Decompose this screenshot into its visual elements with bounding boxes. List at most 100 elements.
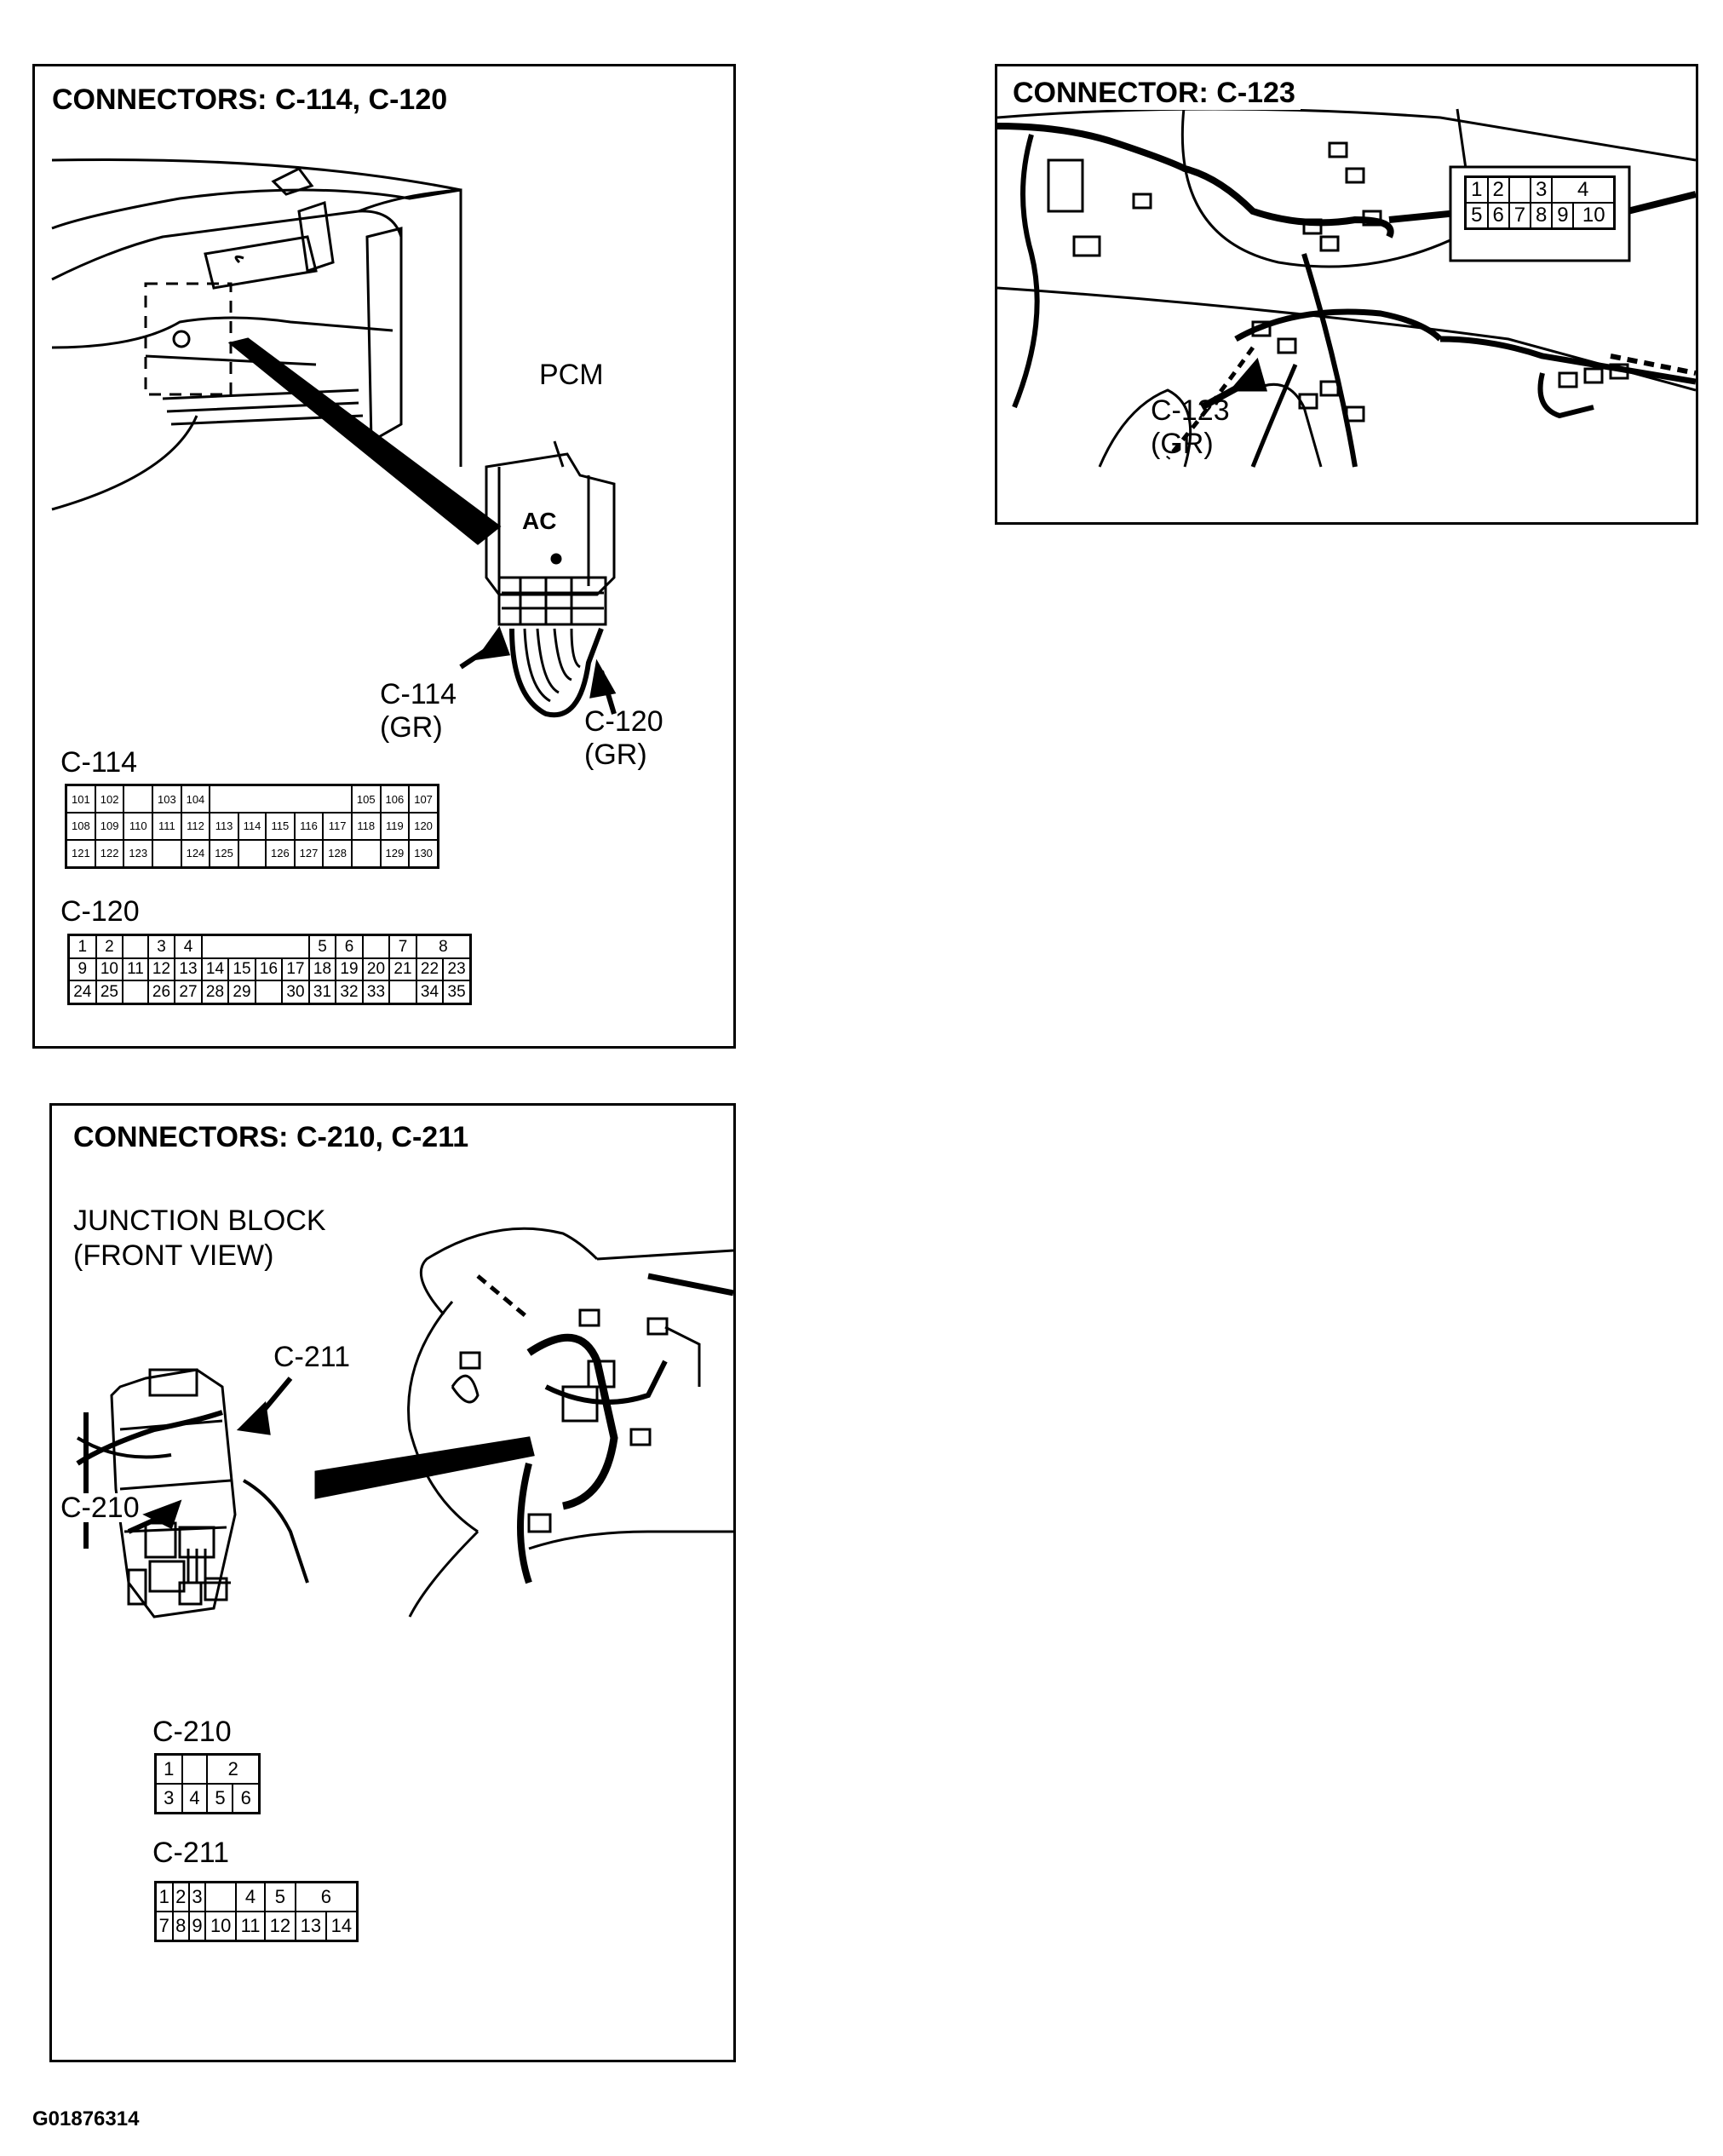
c120-pin: 30 — [281, 980, 310, 1005]
c120-pin-blank — [255, 934, 283, 959]
c114-pin-blank — [238, 838, 267, 869]
junction-block-line1: JUNCTION BLOCK — [73, 1204, 326, 1237]
c120-pin: 15 — [227, 957, 256, 982]
c120-pin-blank — [123, 934, 148, 959]
c114-pin: 104 — [180, 784, 211, 814]
c114-pin: 108 — [65, 812, 96, 841]
c120-pin: 18 — [307, 957, 337, 982]
c120-pin: 31 — [307, 980, 337, 1005]
c114-callout: C-114 (GR) — [380, 678, 457, 745]
c114-pin: 110 — [123, 812, 154, 841]
c120-pin: 9 — [67, 957, 97, 982]
c120-pin: 28 — [200, 980, 230, 1005]
c211-pin: 1 — [154, 1881, 174, 1912]
c120-pin: 7 — [388, 934, 417, 959]
panel-c114-c120: CONNECTORS: C-114, C-120 PCM AC C-114 (G… — [32, 64, 736, 1049]
c123-pin: 1 — [1464, 175, 1489, 204]
c114-pin-blank — [351, 838, 381, 869]
c114-pin: 129 — [379, 838, 411, 869]
c120-pin: 27 — [174, 980, 203, 1005]
c211-pin: 12 — [263, 1911, 296, 1942]
c120-pin: 4 — [174, 934, 203, 959]
c120-pin: 23 — [442, 957, 472, 982]
c120-pin: 1 — [67, 934, 97, 959]
pcm-label: PCM — [539, 359, 604, 391]
c120-pin-blank — [362, 934, 390, 959]
panel-c210-c211: CONNECTORS: C-210, C-211 JUNCTION BLOCK … — [49, 1103, 736, 2062]
c120-pin: 20 — [361, 957, 391, 982]
c123-pin: 8 — [1530, 202, 1554, 230]
c211-pin: 14 — [324, 1911, 359, 1942]
c114-pin: 127 — [293, 838, 324, 869]
panel-title: CONNECTORS: C-210, C-211 — [73, 1121, 469, 1153]
c211-pin: 7 — [154, 1911, 174, 1942]
c120-pin-blank — [389, 980, 416, 1005]
c210-pin: 1 — [154, 1753, 183, 1785]
c120-pin: 2 — [95, 934, 124, 959]
c123-pin: 6 — [1486, 202, 1510, 230]
c123-pin: 7 — [1508, 202, 1532, 230]
figure-id: G01876314 — [32, 2107, 140, 2130]
c120-pin: 3 — [146, 934, 176, 959]
c211-pin: 2 — [171, 1881, 190, 1912]
c123-pin: 2 — [1486, 175, 1510, 204]
c211-pin: 4 — [235, 1881, 266, 1912]
c114-pin: 116 — [293, 812, 324, 841]
c114-pin: 111 — [152, 812, 182, 841]
junction-block-illustration — [76, 1227, 733, 1618]
c114-pin: 125 — [209, 838, 239, 869]
c210-pin: 5 — [206, 1783, 234, 1814]
c120-pin: 24 — [67, 980, 97, 1005]
c120-pin-blank — [282, 934, 309, 959]
c211-pin: 5 — [263, 1881, 296, 1912]
c120-pin: 8 — [415, 934, 472, 959]
c120-pin: 5 — [307, 934, 337, 959]
c120-pin-blank — [123, 980, 148, 1005]
c120-pin: 22 — [415, 957, 445, 982]
c120-pin: 33 — [361, 980, 391, 1005]
c114-pin: 115 — [265, 812, 296, 841]
c211-title: C-211 — [152, 1837, 230, 1869]
c210-pin: 3 — [154, 1783, 183, 1814]
c211-pin: 13 — [294, 1911, 327, 1942]
c114-pin: 113 — [209, 812, 239, 841]
c123-pin: 3 — [1530, 175, 1554, 204]
c210-pin: 4 — [181, 1783, 209, 1814]
pcm-location-illustration — [51, 158, 617, 718]
c120-callout: C-120 (GR) — [584, 705, 663, 772]
c114-pin-blank — [210, 784, 238, 814]
c210-title: C-210 — [152, 1716, 232, 1748]
c114-pin-blank — [152, 838, 181, 869]
c120-pin: 19 — [335, 957, 364, 982]
c120-pin: 26 — [146, 980, 176, 1005]
c120-pin: 11 — [122, 957, 149, 982]
junction-block-line2: (FRONT VIEW) — [73, 1239, 274, 1272]
panel-title: CONNECTOR: C-123 — [1013, 77, 1301, 110]
panel-title: CONNECTORS: C-114, C-120 — [52, 83, 448, 116]
c120-pin-blank — [228, 934, 256, 959]
c120-title: C-120 — [60, 895, 140, 928]
c123-pin: 5 — [1464, 202, 1489, 230]
c211-pin: 8 — [171, 1911, 190, 1942]
c114-callout-name: C-114 — [380, 678, 457, 710]
c211-callout: C-211 — [273, 1341, 351, 1373]
c114-pin: 124 — [180, 838, 211, 869]
c120-pin: 17 — [281, 957, 310, 982]
c114-pin: 102 — [94, 784, 125, 814]
c114-pin: 106 — [379, 784, 411, 814]
c123-pin: 9 — [1551, 202, 1575, 230]
c114-pin-blank — [238, 784, 267, 814]
c114-pin: 122 — [94, 838, 125, 869]
c114-pin: 130 — [408, 838, 439, 869]
